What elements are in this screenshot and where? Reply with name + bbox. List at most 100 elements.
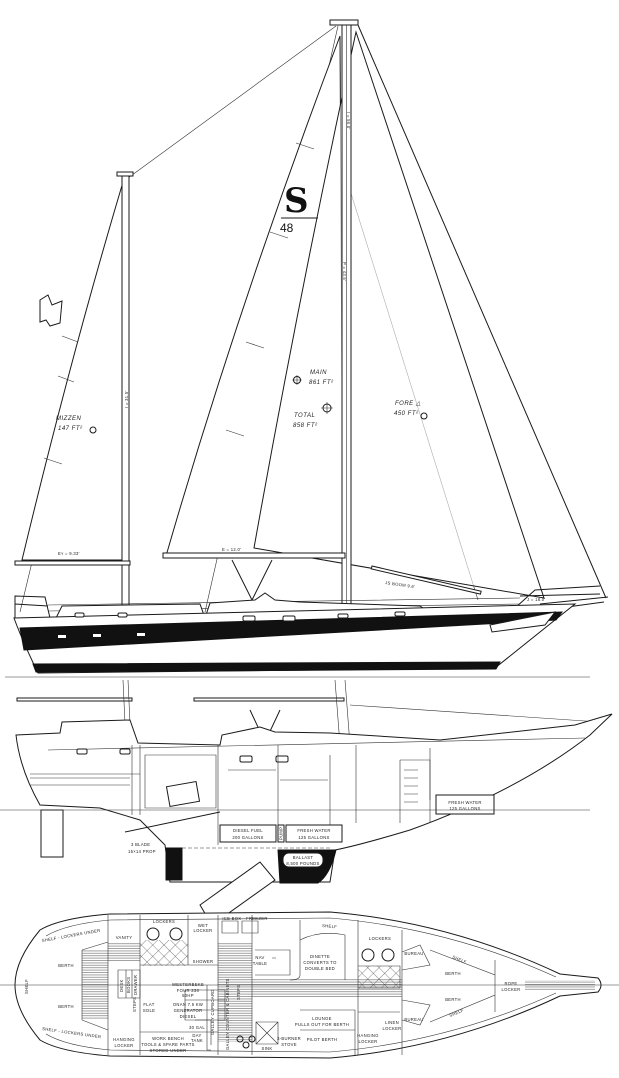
mizzen-area: 147 FT² (58, 426, 83, 432)
profile-hull (15, 713, 613, 883)
rope-locker-1: ROPE (504, 981, 517, 986)
bottom-paint-stripe (32, 661, 501, 673)
interior-bulkheads (30, 745, 431, 845)
total-label: TOTAL (294, 413, 315, 419)
drawer-label: DRAWER (133, 975, 138, 995)
main-masthead (329, 19, 359, 26)
diesel-tank (219, 824, 277, 843)
dimension-mizzen-I: I = 31.5' (124, 390, 129, 408)
main-boom-profile (193, 697, 345, 702)
main-label: MAIN (310, 370, 327, 376)
nav-table-1: NAV (255, 955, 264, 960)
pump-label: PUMP (279, 827, 284, 840)
stove-burner-icon (248, 1035, 256, 1043)
linen-locker-2: LOCKER (382, 1026, 401, 1031)
aft-berth-bottom-label: BERTH (58, 1004, 74, 1009)
mizzen-sail (21, 181, 124, 561)
aft-hanging-locker-1: HANGING (113, 1037, 135, 1042)
class-logo: S (284, 181, 309, 221)
main-boom (162, 552, 346, 559)
sheer-stripe (19, 611, 564, 651)
linen-locker-1: LINEN (385, 1020, 399, 1025)
rudder (40, 809, 64, 858)
main-area: 861 FT² (309, 380, 334, 386)
portlights (58, 611, 406, 638)
mizzen-boom (14, 560, 131, 566)
engine-label-2: FOUR 230 (177, 988, 200, 993)
engine-label-1: WESTERBEKE (172, 982, 204, 987)
mizzen-centroid-icon (89, 426, 97, 434)
fwd-toilet-icon (381, 948, 395, 962)
staysail-boom (370, 565, 482, 595)
dinette-2: CONVERTS TO (303, 960, 337, 965)
aft-toilet-icon (146, 927, 160, 941)
lounge-1: LOUNGE (312, 1016, 331, 1021)
stove-label-2: STOVE (281, 1042, 297, 1047)
mizzen-battens (43, 335, 79, 465)
galley-counter-label: GALLEY COUNTER & CABINETS (225, 978, 230, 1050)
engine-profile (165, 780, 201, 808)
total-area: 858 FT² (293, 423, 318, 429)
diesel-tank-capacity: 200 GALLONS (232, 835, 263, 840)
fore-label: FORE △ (395, 401, 421, 407)
generator-label-2: GENERATOR (174, 1008, 203, 1013)
ballast-label: BALLAST (293, 855, 314, 860)
forestay (357, 24, 607, 599)
dimension-Ey: Eʏ = 9.33' (58, 551, 80, 556)
aft-steps-label: STEPS (132, 997, 137, 1012)
prop-label-2: 15×14 PROP (128, 849, 156, 854)
generator-label-1: ONAN 7.5 KW (173, 1002, 203, 1007)
nav-table-2: TABLE (253, 961, 267, 966)
day-tank-gal: 30 GAL (189, 1025, 205, 1030)
prop-shaft (124, 811, 221, 833)
fresh-water-mid-capacity: 125 GALLONS (298, 835, 329, 840)
galley-cupboard-label: GALLEY CUPBOARD (210, 989, 215, 1035)
shower-label: SHOWER (193, 959, 214, 964)
wet-locker-2: LOCKER (193, 928, 212, 933)
generator-label-3: DIESEL (180, 1014, 197, 1019)
desk-label: DESK (119, 979, 124, 992)
stern-rail (14, 595, 51, 619)
pulpit-rail (514, 585, 601, 609)
pilot-berth-label: PILOT BERTH (307, 1037, 338, 1042)
stove-burner-icon (236, 1035, 244, 1043)
fwd-hanging-locker-2: LOCKER (358, 1039, 377, 1044)
lounge-2: PULLS OUT FOR BERTH (295, 1022, 349, 1027)
profile-portlights (76, 748, 289, 763)
fresh-water-tank-bow (435, 794, 495, 815)
flag-icon (39, 294, 63, 327)
main-battens (225, 142, 315, 437)
stove-label-1: 3-BURNER (277, 1036, 301, 1041)
work-bench-2: TOOLS & SPARE PARTS (141, 1042, 195, 1047)
dimension-J: J = 18.0' (527, 597, 546, 602)
keel-deadwood (165, 847, 183, 881)
books-label: BOOKS (126, 977, 131, 993)
stern-shelf-label: SHELF (24, 979, 29, 994)
sail-plan: S 48 MIZZEN 147 FT² MAIN 861 FT² TOTAL 8… (5, 19, 609, 678)
fresh-water-tank-mid (285, 824, 343, 843)
dimension-js-boom: JS BOOM 9.6' (385, 580, 416, 589)
flat-sole-1: FLAT (143, 1002, 154, 1007)
aft-lockers-label: LOCKERS (153, 919, 175, 924)
aft-berth-top-label: BERTH (58, 963, 74, 968)
wet-locker-1: WET (198, 923, 208, 928)
model-number: 48 (280, 221, 294, 235)
bureau-top-label: BUREAU (404, 951, 423, 956)
aft-cabin-sole (82, 950, 108, 1020)
fwd-lockers-label: LOCKERS (369, 936, 391, 941)
fwd-shelf-bottom-label: SHELF (449, 1008, 465, 1018)
dimension-E: E = 12.0' (222, 547, 241, 552)
aft-basin-icon (169, 927, 183, 941)
bureau-bottom-label: BUREAU (404, 1017, 423, 1022)
fore-sail (253, 30, 545, 599)
fwd-hanging-locker-1: HANGING (357, 1033, 379, 1038)
fwd-shelf-top-label: SHELF (452, 954, 468, 964)
rope-locker-2: LOCKER (501, 987, 520, 992)
fwd-head-grating (358, 966, 400, 988)
fresh-water-bow-label: FRESH WATER (448, 800, 481, 805)
engine-label-3: 50HP (182, 993, 194, 998)
triatic-stay (127, 25, 337, 179)
mizzen-masthead (116, 171, 134, 177)
inboard-profile: DIESEL FUEL 200 GALLONS PUMP FRESH WATER… (0, 679, 613, 926)
